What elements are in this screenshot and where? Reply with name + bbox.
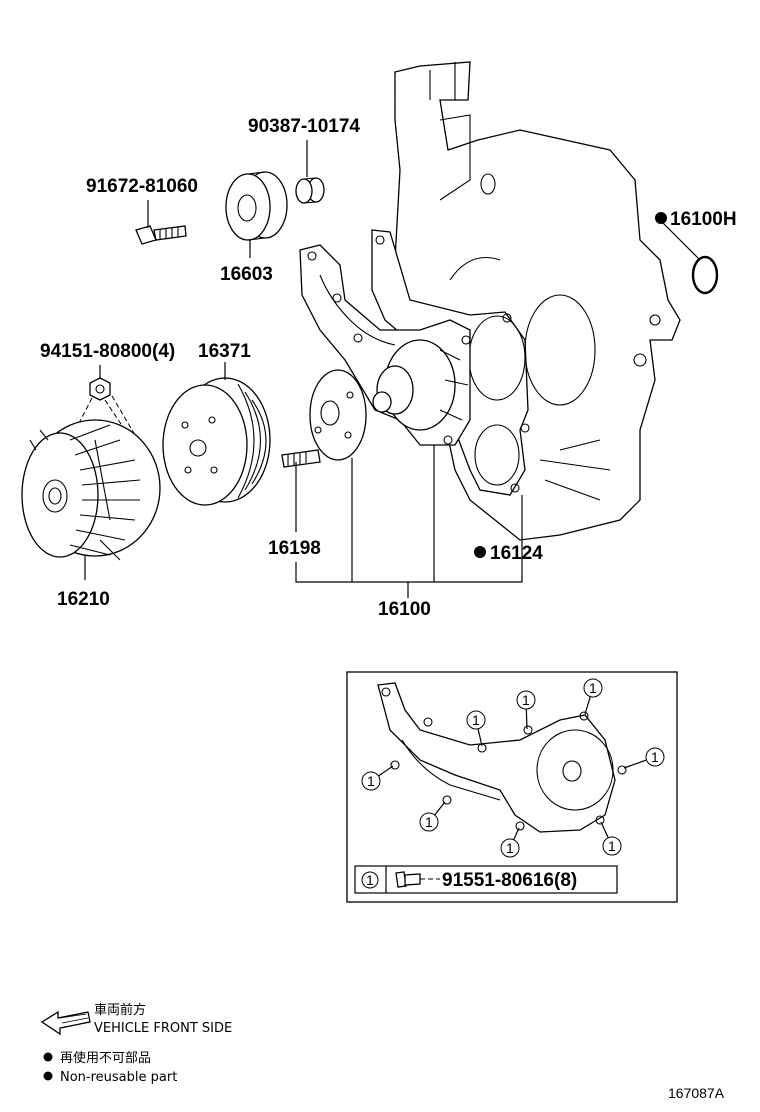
arrow-left-icon xyxy=(40,1010,91,1036)
nut-94151 xyxy=(89,377,111,401)
non-reusable-marker-16124 xyxy=(474,546,486,558)
flange-bolt-icon xyxy=(395,871,421,888)
callout-1g: 1 xyxy=(602,836,622,856)
callout-1b: 1 xyxy=(419,812,439,832)
svg-text:1: 1 xyxy=(472,712,480,728)
timing-cover xyxy=(394,61,681,541)
callout-1c: 1 xyxy=(466,710,486,730)
label-16100h: 16100H xyxy=(670,209,737,230)
idler-pulley-16603 xyxy=(225,171,288,241)
svg-text:1: 1 xyxy=(651,749,659,765)
bolt-part-number: 91551-80616(8) xyxy=(442,870,577,891)
fan-clutch-16210 xyxy=(21,419,161,561)
diagram-id: 167087A xyxy=(668,1085,725,1101)
svg-text:1: 1 xyxy=(425,814,433,830)
pump-flange xyxy=(309,369,367,461)
bolt-location-inset: 1 1 1 1 1 1 1 1 1 91551-80616(8) xyxy=(346,671,678,903)
label-16198: 16198 xyxy=(268,538,321,559)
non-reusable-bullet-icon xyxy=(43,1052,53,1062)
label-94151: 94151-80800(4) xyxy=(40,341,175,362)
callout-1f: 1 xyxy=(645,747,665,767)
legend-nonreuse-jp: 再使用不可部品 xyxy=(60,1050,151,1066)
svg-text:1: 1 xyxy=(367,773,375,789)
stud-16198 xyxy=(281,449,321,468)
bolt-table xyxy=(354,865,618,894)
svg-text:1: 1 xyxy=(506,840,514,856)
svg-text:1: 1 xyxy=(522,692,530,708)
label-16371: 16371 xyxy=(198,341,251,362)
callout-1e: 1 xyxy=(583,678,603,698)
callout-1h: 1 xyxy=(500,838,520,858)
label-16124: 16124 xyxy=(490,543,543,564)
svg-text:1: 1 xyxy=(366,872,374,888)
callout-1a: 1 xyxy=(361,771,381,791)
non-reusable-marker-16100h xyxy=(655,212,667,224)
svg-text:1: 1 xyxy=(589,680,597,696)
leader-lines xyxy=(84,140,701,598)
label-91672: 91672-81060 xyxy=(86,176,198,197)
fan-pulley-16371 xyxy=(162,377,271,506)
water-pump-16100 xyxy=(299,244,471,446)
bolt-table-callout: 1 xyxy=(361,871,379,889)
legend-front-en: VEHICLE FRONT SIDE xyxy=(94,1021,232,1036)
legend-front-jp: 車両前方 xyxy=(94,1002,146,1018)
non-reusable-bullet-icon-2 xyxy=(43,1071,53,1081)
label-16603: 16603 xyxy=(220,264,273,285)
svg-text:1: 1 xyxy=(608,838,616,854)
o-ring-16100h xyxy=(691,255,719,295)
bolt-91672 xyxy=(135,225,187,245)
legend-nonreuse-en: Non-reusable part xyxy=(60,1070,177,1085)
collar-90387 xyxy=(295,177,325,204)
label-16100: 16100 xyxy=(378,599,431,620)
callout-1d: 1 xyxy=(516,690,536,710)
label-16210: 16210 xyxy=(57,589,110,610)
legend: 車両前方 VEHICLE FRONT SIDE 再使用不可部品 Non-reus… xyxy=(40,1002,232,1085)
label-90387: 90387-10174 xyxy=(248,116,360,137)
